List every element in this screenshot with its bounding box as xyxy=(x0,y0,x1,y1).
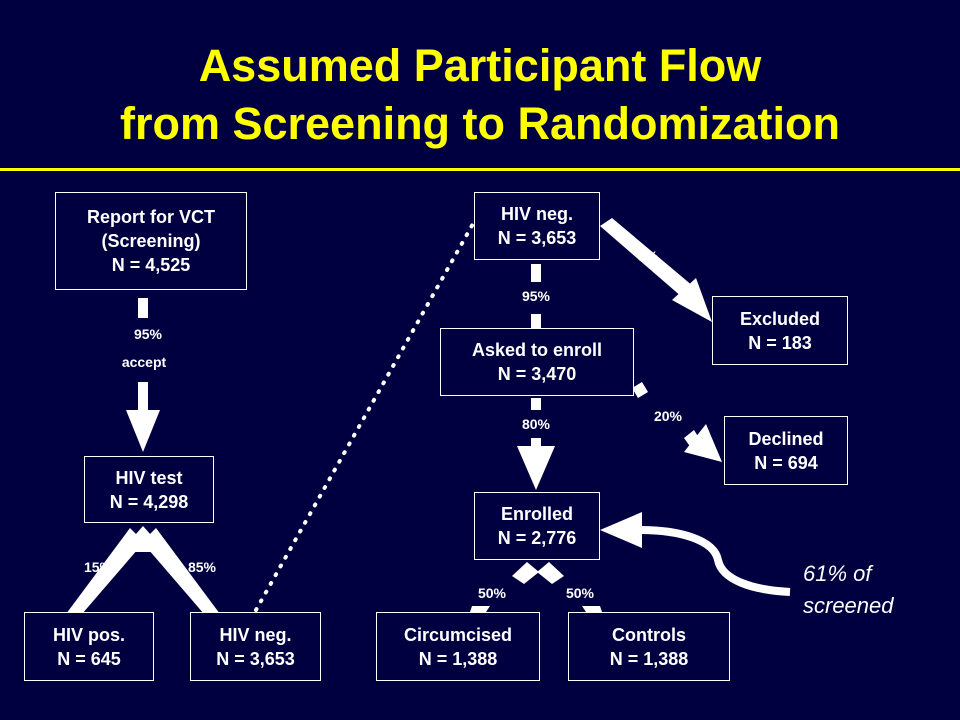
box-circumcised: Circumcised N = 1,388 xyxy=(376,612,540,681)
box-controls-line1: Controls xyxy=(612,624,686,645)
diagonal-connector xyxy=(600,218,700,304)
connector-stem xyxy=(138,382,148,410)
diagonal-connector xyxy=(470,606,490,612)
box-asked-line1: Asked to enroll xyxy=(471,340,603,360)
curved-arrow-head xyxy=(600,512,642,548)
box-excluded: Excluded N = 183 xyxy=(712,296,848,365)
box-hiv-pos-line1: HIV pos. xyxy=(52,624,125,645)
connector-stem xyxy=(531,398,541,410)
diagonal-arrow xyxy=(672,278,712,322)
diagonal-connector xyxy=(537,562,564,584)
label-declined-pct: 20% xyxy=(653,408,683,424)
box-hiv-neg-left: HIV neg. N = 3,653 xyxy=(190,612,321,681)
connector-stem xyxy=(531,438,541,446)
box-hiv-neg-top-line1: HIV neg. xyxy=(500,204,573,224)
up-arrow xyxy=(120,526,166,552)
box-hiv-test: HIV test N = 4,298 xyxy=(84,456,214,523)
label-accept-pct: 95% xyxy=(133,326,163,342)
box-hiv-neg-left-line2: N = 3,653 xyxy=(216,648,295,669)
down-arrow xyxy=(126,410,160,452)
curved-arrow xyxy=(639,526,791,596)
diagonal-arrow xyxy=(684,424,722,462)
box-hiv-test-line2: N = 4,298 xyxy=(109,491,189,512)
down-arrow xyxy=(517,446,555,490)
box-hiv-neg-left-line1: HIV neg. xyxy=(219,624,292,645)
box-enrolled-line2: N = 2,776 xyxy=(497,528,577,548)
box-controls-line2: N = 1,388 xyxy=(609,648,689,669)
box-screening-line3: N = 4,525 xyxy=(111,255,191,275)
title-line-2: from Screening to Randomization xyxy=(119,98,841,149)
box-hiv-neg-top-line2: N = 3,653 xyxy=(497,228,577,248)
box-controls: Controls N = 1,388 xyxy=(568,612,730,681)
connector-stem xyxy=(531,314,541,328)
box-enrolled-line1: Enrolled xyxy=(500,504,573,524)
box-excluded-line1: Excluded xyxy=(739,308,821,329)
label-pos-pct: 15% xyxy=(83,559,113,575)
diagonal-connector xyxy=(582,606,602,612)
label-ctrl-pct: 50% xyxy=(565,585,595,601)
connector-stem xyxy=(531,264,541,282)
note-line2: screened xyxy=(803,593,894,618)
label-accept-word: accept xyxy=(121,354,167,370)
box-circumcised-line1: Circumcised xyxy=(403,624,513,645)
box-circumcised-line2: N = 1,388 xyxy=(418,648,498,669)
title-line-1: Assumed Participant Flow xyxy=(198,40,762,91)
box-screening-line2: (Screening) xyxy=(101,231,201,251)
connector-stem xyxy=(138,298,148,318)
dotted-link xyxy=(254,220,476,612)
box-hiv-pos: HIV pos. N = 645 xyxy=(24,612,154,681)
box-asked-to-enroll: Asked to enroll N = 3,470 xyxy=(440,328,634,396)
box-declined-line1: Declined xyxy=(748,428,824,449)
diagonal-connector xyxy=(512,562,539,584)
note-line1: 61% of xyxy=(803,561,872,586)
box-hiv-neg-top: HIV neg. N = 3,653 xyxy=(474,192,600,260)
title-divider xyxy=(0,168,960,171)
box-declined: Declined N = 694 xyxy=(724,416,848,485)
label-enrolled-pct: 80% xyxy=(521,416,551,432)
label-neg-pct: 85% xyxy=(187,559,217,575)
box-hiv-pos-line2: N = 645 xyxy=(57,648,121,669)
label-asked-pct: 95% xyxy=(521,288,551,304)
box-hiv-test-line1: HIV test xyxy=(115,467,183,488)
box-screening: Report for VCT (Screening) N = 4,525 xyxy=(55,192,247,290)
diagonal-connector xyxy=(632,382,648,398)
box-excluded-line2: N = 183 xyxy=(748,332,812,353)
box-enrolled: Enrolled N = 2,776 xyxy=(474,492,600,560)
box-declined-line2: N = 694 xyxy=(754,452,818,473)
box-asked-line2: N = 3,470 xyxy=(497,364,577,384)
label-circ-pct: 50% xyxy=(477,585,507,601)
box-screening-line1: Report for VCT xyxy=(87,207,215,227)
label-excluded-pct: 5% xyxy=(637,248,659,264)
